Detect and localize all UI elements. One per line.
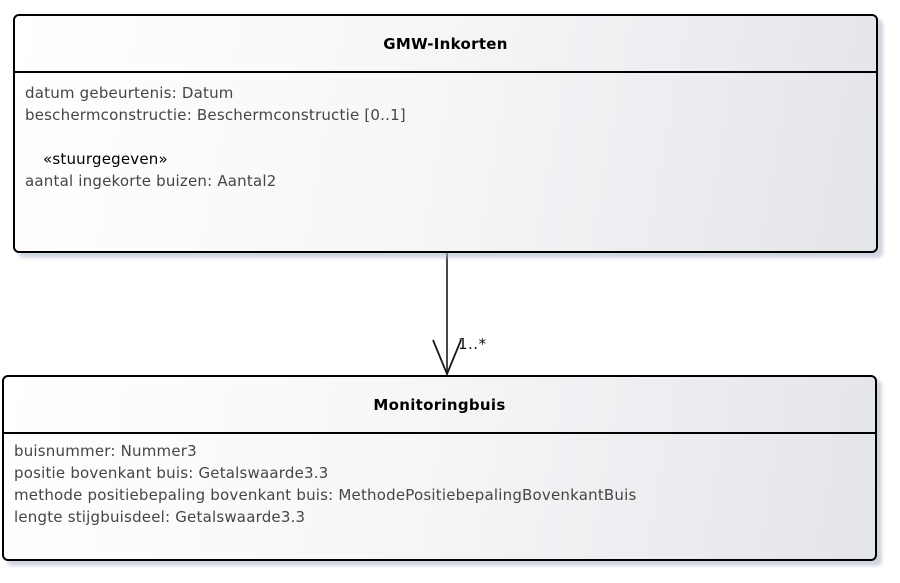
attribute-datum-gebeurtenis: datum gebeurtenis: Datum	[25, 84, 234, 102]
class-box-monitoringbuis: Monitoringbuis buisnummer: Nummer3 posit…	[2, 375, 877, 561]
attribute-positie-bovenkant-buis: positie bovenkant buis: Getalswaarde3.3	[14, 464, 329, 482]
attribute-buisnummer: buisnummer: Nummer3	[14, 442, 197, 460]
class-title-gmw-inkorten: GMW-Inkorten	[15, 16, 876, 73]
attributes-compartment: buisnummer: Nummer3 positie bovenkant bu…	[4, 434, 875, 528]
attribute-lengte-stijgbuisdeel: lengte stijgbuisdeel: Getalswaarde3.3	[14, 508, 306, 526]
multiplicity-label: 1..*	[458, 335, 487, 353]
class-title-monitoringbuis: Monitoringbuis	[4, 377, 875, 434]
attributes-compartment: datum gebeurtenis: Datum beschermconstru…	[15, 73, 876, 192]
attribute-beschermconstructie: beschermconstructie: Beschermconstructie…	[25, 106, 406, 124]
attribute-methode-positiebepaling: methode positiebepaling bovenkant buis: …	[14, 486, 637, 504]
attribute-aantal-ingekorte-buizen: aantal ingekorte buizen: Aantal2	[25, 172, 277, 190]
stereotype-label: «stuurgegeven»	[43, 150, 168, 168]
class-box-gmw-inkorten: GMW-Inkorten datum gebeurtenis: Datum be…	[13, 14, 878, 253]
open-arrowhead-icon	[432, 339, 462, 377]
blank-line	[25, 126, 866, 148]
